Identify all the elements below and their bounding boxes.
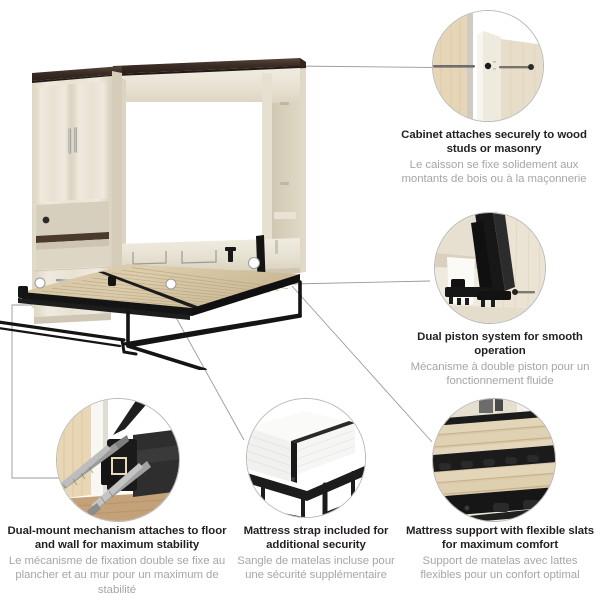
caption-title-fr: Le mécanisme de fixation double se fixe … [8,555,226,596]
caption-title-fr: Sangle de matelas incluse pour une sécur… [237,555,395,582]
door-handle-right [74,127,77,153]
lower-support-bar [0,320,126,342]
center-rail [98,271,200,309]
headboard-wire-guards [132,250,217,265]
left-mount-block [18,286,28,298]
caption-cabinet-attaches: Cabinet attaches securely to wood studs … [390,128,598,187]
cross-rail-bottom [433,487,555,517]
caption-title-en: Mattress strap included for additional s… [243,525,389,552]
bed-frame-rail [247,465,365,501]
anchor-dot-dual-piston [248,257,260,269]
mattress-strap-photo [246,398,366,518]
anchor-dot-mattress-strap [34,277,46,289]
bed-cabinet-body [113,58,306,279]
caption-title-en: Dual piston system for smooth operation [417,331,583,358]
cross-rail-top [433,409,555,426]
caption-title-fr: Support de matelas avec lattes flexibles… [420,555,580,582]
caption-title-en: Dual-mount mechanism attaches to floor a… [7,525,227,552]
mounting-screw-2 [87,461,151,517]
caption-mattress-strap: Mattress strap included for additional s… [228,524,404,583]
bed-platform [0,235,302,370]
caption-mattress-support: Mattress support with flexible slats for… [402,524,598,583]
caption-title-fr: Le caisson se fixe solidement aux montan… [401,159,587,186]
mattress-strap-band [291,441,297,483]
caption-title-en: Mattress support with flexible slats for… [405,525,595,552]
door-handle-left [68,128,72,154]
caption-dual-mount: Dual-mount mechanism attaches to floor a… [4,524,230,597]
anchor-dot-mattress-support [165,278,177,290]
caption-dual-piston: Dual piston system for smooth operation … [398,330,600,389]
flexible-slats-photo [432,398,556,522]
mounting-screw-1 [61,435,129,489]
dual-mount-bracket-photo [56,398,180,522]
dual-piston-mechanism-photo [434,212,546,324]
shelf-grommet [42,216,50,224]
caption-title-en: Cabinet attaches securely to wood studs … [401,129,587,156]
murphy-bed-illustration [0,40,420,370]
caption-title-fr: Mécanisme à double piston pour un foncti… [410,361,590,388]
wall-mount-bracket-photo [432,10,544,122]
